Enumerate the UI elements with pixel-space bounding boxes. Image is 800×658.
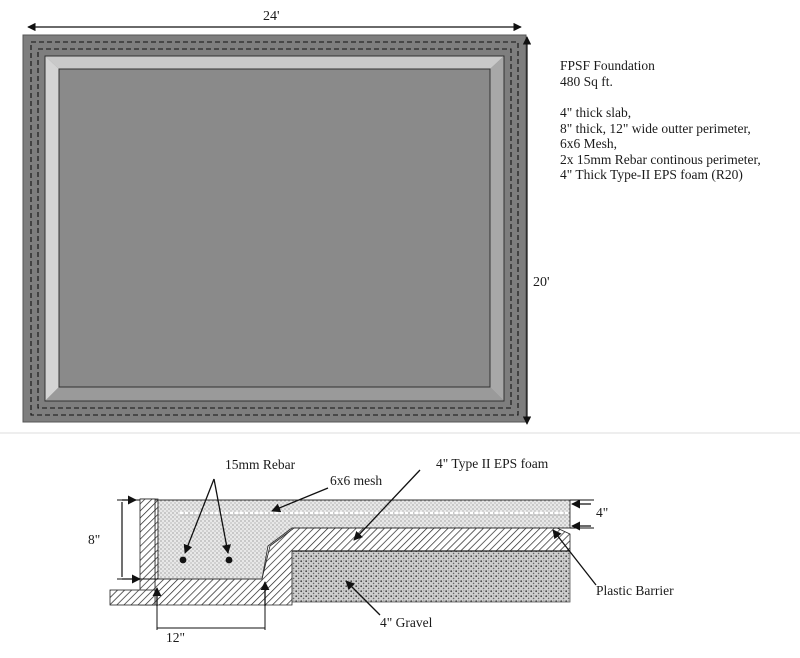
perimeter-bevel-top bbox=[45, 56, 504, 69]
rebar-left bbox=[179, 556, 187, 564]
rebar-label: 15mm Rebar bbox=[225, 457, 296, 472]
spec-line-rebar: 2x 15mm Rebar continous perimeter, bbox=[560, 151, 761, 167]
gravel-leader bbox=[345, 580, 381, 616]
mesh-label: 6x6 mesh bbox=[330, 473, 382, 488]
concrete-slab bbox=[155, 499, 571, 580]
spec-line-perimeter: 8" thick, 12" wide outter perimeter, bbox=[560, 120, 751, 136]
barrier-label: Plastic Barrier bbox=[596, 583, 674, 598]
plan-view: 24' 20' bbox=[22, 9, 550, 425]
plan-height-label: 20' bbox=[533, 275, 550, 290]
width-dimension-label: 12" bbox=[166, 630, 185, 645]
eps-foam-edge bbox=[139, 498, 156, 606]
depth-dimension-label: 8" bbox=[88, 532, 100, 547]
gravel-label: 4" Gravel bbox=[380, 615, 433, 630]
perimeter-rebar-inner bbox=[37, 48, 512, 409]
notes-title: FPSF Foundation bbox=[560, 58, 655, 73]
perimeter-frame bbox=[44, 55, 505, 402]
rebar-leader-left bbox=[183, 478, 215, 554]
spec-line-slab: 4" thick slab, bbox=[560, 105, 632, 120]
gravel-layer bbox=[290, 550, 571, 603]
mesh-leader bbox=[271, 487, 329, 513]
perimeter-bevel-left bbox=[45, 56, 59, 401]
spec-line-mesh: 6x6 Mesh, bbox=[560, 136, 617, 151]
perimeter-rebar-outer bbox=[30, 41, 519, 416]
slab-dimension-label: 4" bbox=[596, 505, 608, 520]
cross-section: 15mm Rebar 6x6 mesh 4" Type II EPS foam … bbox=[88, 456, 674, 645]
plan-width-label: 24' bbox=[263, 9, 280, 24]
ground-left bbox=[109, 589, 156, 606]
foundation-notes: FPSF Foundation 480 Sq ft. 4" thick slab… bbox=[560, 58, 795, 183]
notes-spacer bbox=[560, 89, 795, 105]
eps-leader bbox=[353, 469, 421, 541]
spec-line-foam: 4" Thick Type-II EPS foam (R20) bbox=[560, 167, 743, 182]
barrier-leader bbox=[552, 529, 597, 586]
inner-slab bbox=[58, 68, 491, 388]
eps-label: 4" Type II EPS foam bbox=[436, 456, 549, 471]
notes-area: 480 Sq ft. bbox=[560, 73, 613, 89]
perimeter-bevel-bottom bbox=[45, 387, 504, 401]
rebar-leader-right bbox=[213, 478, 231, 554]
perimeter-bevel-right bbox=[490, 56, 504, 401]
rebar-right bbox=[225, 556, 233, 564]
